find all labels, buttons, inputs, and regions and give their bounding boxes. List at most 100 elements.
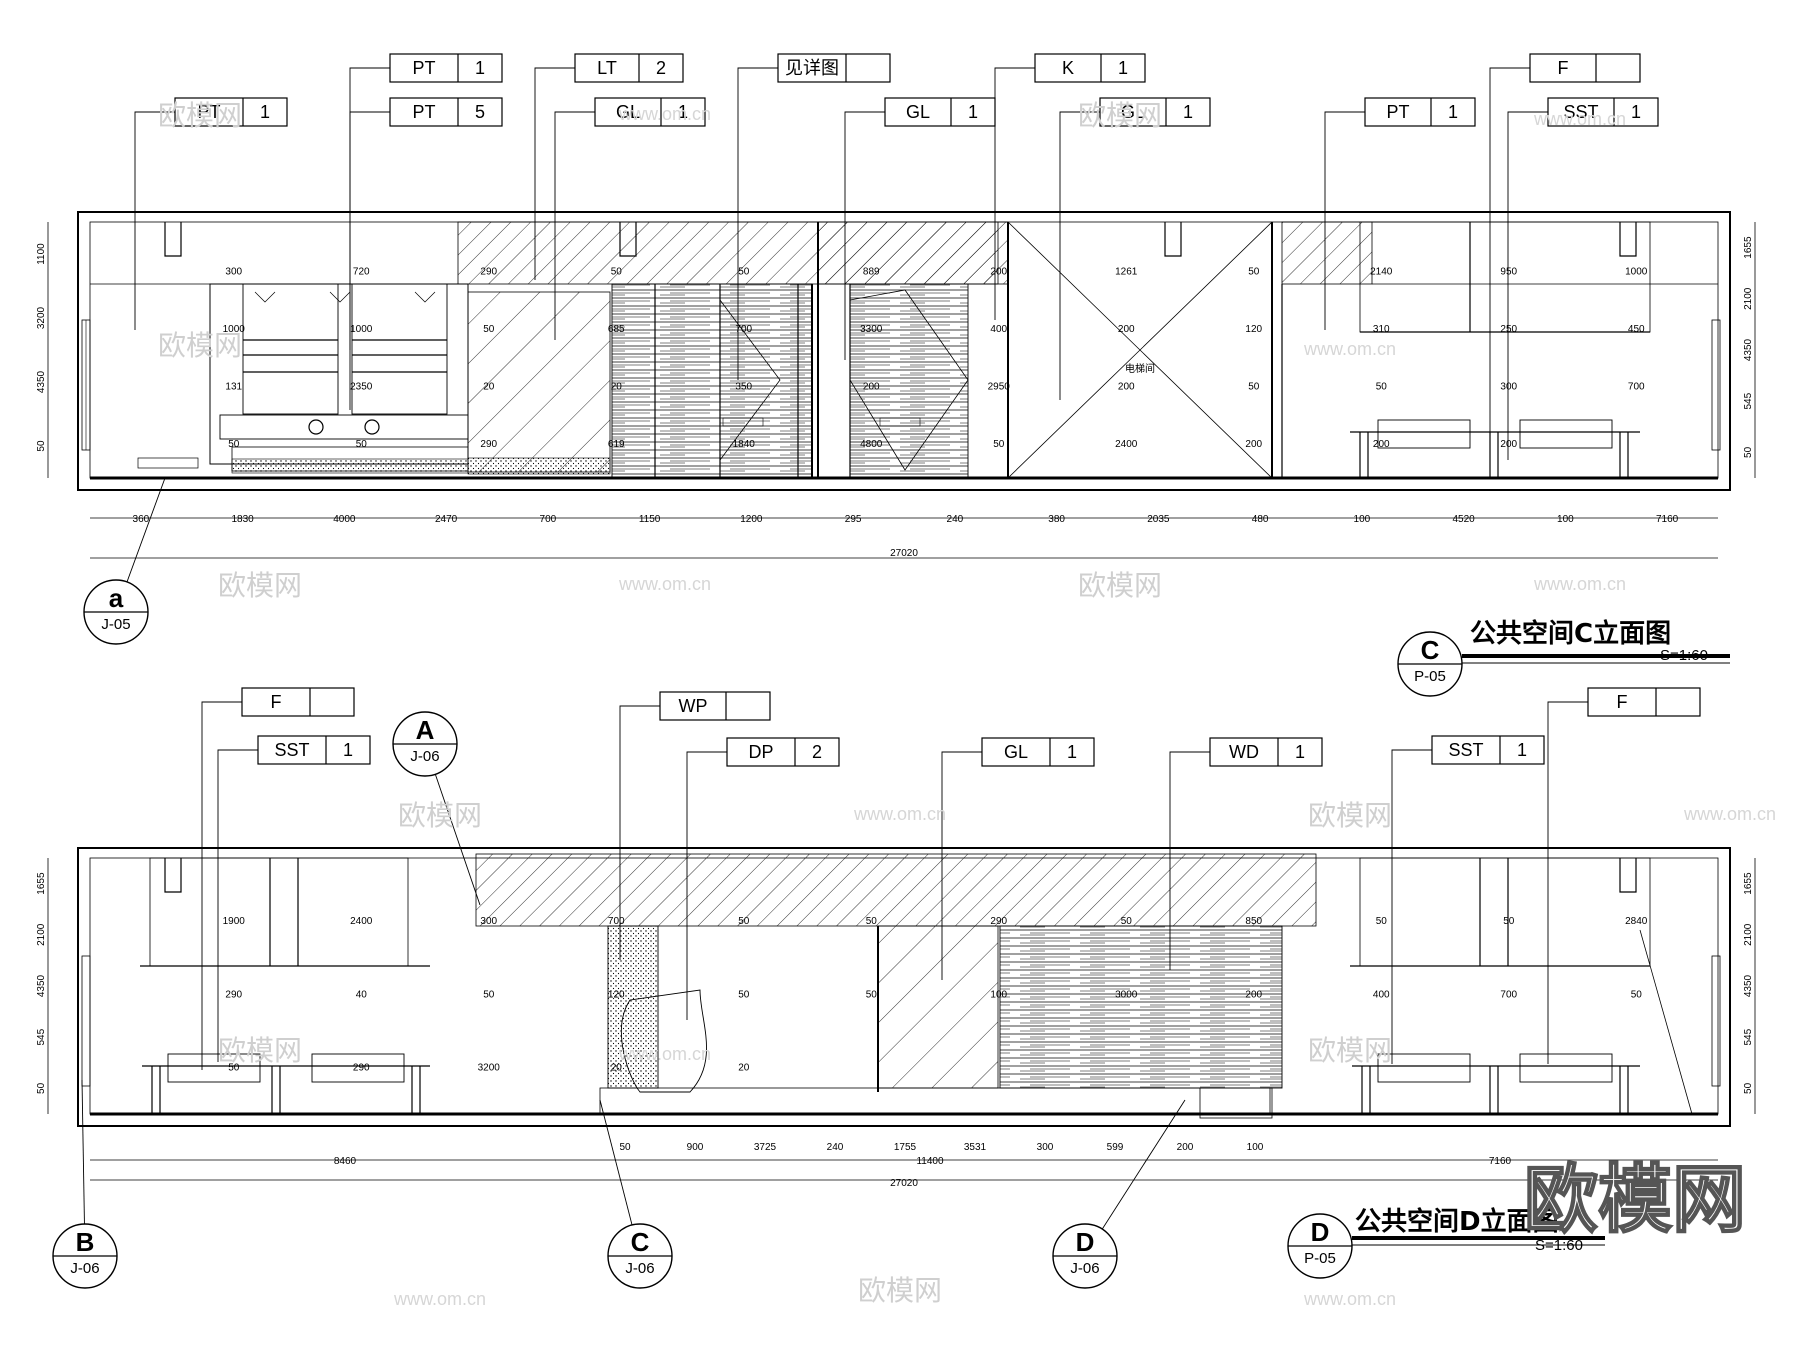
material-number: 1 (1183, 102, 1193, 122)
elevation-title: 公共空间D立面图 (1355, 1206, 1559, 1237)
material-code: K (1062, 58, 1074, 78)
inner-dimension: 200 (863, 382, 880, 393)
bottom-dimension: 240 (827, 1142, 844, 1153)
material-number: 5 (475, 102, 485, 122)
right-dimension: 1655 (1743, 236, 1754, 259)
leader-line (134, 111, 175, 330)
bottom-dimension: 900 (687, 1142, 704, 1153)
material-tag-box (1034, 53, 1146, 83)
right-dimension: 545 (1743, 392, 1754, 409)
leader-line (737, 67, 778, 380)
inner-dimension: 700 (1628, 382, 1645, 393)
inner-dimension: 400 (1373, 989, 1390, 1000)
bubble-label: D (1311, 1217, 1330, 1247)
inner-dimension: 120 (608, 989, 625, 1000)
inner-dimension: 50 (1376, 916, 1388, 927)
right-dimension: 50 (1743, 1082, 1754, 1094)
inner-dimension: 50 (1248, 267, 1260, 278)
inner-dimension: 2950 (988, 382, 1011, 393)
right-dimension: 50 (1743, 446, 1754, 458)
material-code: GL (906, 102, 930, 122)
inner-dimension: 300 (225, 267, 242, 278)
left-dimension: 50 (36, 1082, 47, 1094)
material-number: 1 (475, 58, 485, 78)
watermark-logo: 欧模网 (1524, 1157, 1746, 1243)
drawing-scale: S=1:60 (1535, 1237, 1583, 1254)
elevation-c (47, 211, 1756, 559)
inner-dimension: 50 (483, 989, 495, 1000)
inner-dimension: 300 (480, 916, 497, 927)
bottom-dimension: 240 (947, 514, 964, 525)
watermark-url: www.om.cn (1303, 1289, 1396, 1309)
material-number: 1 (1295, 742, 1305, 762)
inner-dimension: 1000 (223, 324, 246, 335)
reference-bubble: aJ-05 (83, 579, 149, 645)
inner-dimension: 1000 (1625, 267, 1648, 278)
sheet-bubble: CP-05 (1397, 631, 1463, 697)
inner-dimension: 200 (990, 267, 1007, 278)
mid-dimension: 7160 (1489, 1156, 1512, 1167)
material-tag-box (726, 737, 840, 767)
bubble-sheet: J-06 (1070, 1260, 1099, 1277)
watermark-url: www.om.cn (618, 574, 711, 594)
material-number: 1 (1118, 58, 1128, 78)
material-number: 1 (1067, 742, 1077, 762)
inner-dimension: 50 (483, 324, 495, 335)
leader-line (1169, 751, 1210, 970)
leader-line (1507, 111, 1548, 460)
inner-dimension: 290 (990, 916, 1007, 927)
inner-dimension: 200 (1373, 439, 1390, 450)
bottom-dimension: 3531 (964, 1142, 987, 1153)
right-dimension: 545 (1743, 1028, 1754, 1045)
material-number: 2 (656, 58, 666, 78)
leader-line (1489, 67, 1530, 460)
material-tag-box (659, 691, 771, 721)
inner-dimension: 850 (1245, 916, 1262, 927)
watermark-brand: 欧模网 (158, 329, 242, 362)
left-dimension: 1100 (36, 243, 47, 265)
watermark-brand: 欧模网 (158, 99, 242, 132)
material-number: 1 (343, 740, 353, 760)
inner-dimension: 685 (608, 324, 625, 335)
material-code: GL (616, 102, 640, 122)
reference-bubble: DJ-06 (1052, 1223, 1118, 1289)
left-dimension: 3200 (36, 306, 47, 329)
material-number: 2 (812, 742, 822, 762)
inner-dimension: 290 (480, 267, 497, 278)
inner-dimension: 290 (225, 989, 242, 1000)
bubble-sheet: J-06 (70, 1260, 99, 1277)
material-code: PT (1386, 102, 1409, 122)
bottom-dimension: 295 (845, 514, 862, 525)
inner-dimension: 2400 (1115, 439, 1138, 450)
bottom-dimension: 100 (1247, 1142, 1264, 1153)
inner-dimension: 400 (990, 324, 1007, 335)
inner-dimension: 250 (1500, 324, 1517, 335)
material-number: 1 (1631, 102, 1641, 122)
bubble-sheet: J-05 (101, 616, 130, 633)
leader-line (1324, 111, 1365, 330)
leader-line (554, 111, 595, 340)
material-tag-box (1209, 737, 1323, 767)
material-tag-box (1364, 97, 1476, 127)
bottom-dimension: 200 (1177, 1142, 1194, 1153)
inner-dimension: 300 (1500, 382, 1517, 393)
reference-bubble: AJ-06 (392, 711, 458, 777)
inner-dimension: 50 (993, 439, 1005, 450)
material-code: PT (197, 102, 220, 122)
inner-dimension: 1840 (733, 439, 756, 450)
inner-dimension: 700 (735, 324, 752, 335)
inner-dimension: 50 (738, 916, 750, 927)
leader-line (619, 705, 660, 960)
material-code: PT (412, 102, 435, 122)
bottom-dimension: 599 (1107, 1142, 1124, 1153)
left-dimension: 1655 (36, 872, 47, 895)
